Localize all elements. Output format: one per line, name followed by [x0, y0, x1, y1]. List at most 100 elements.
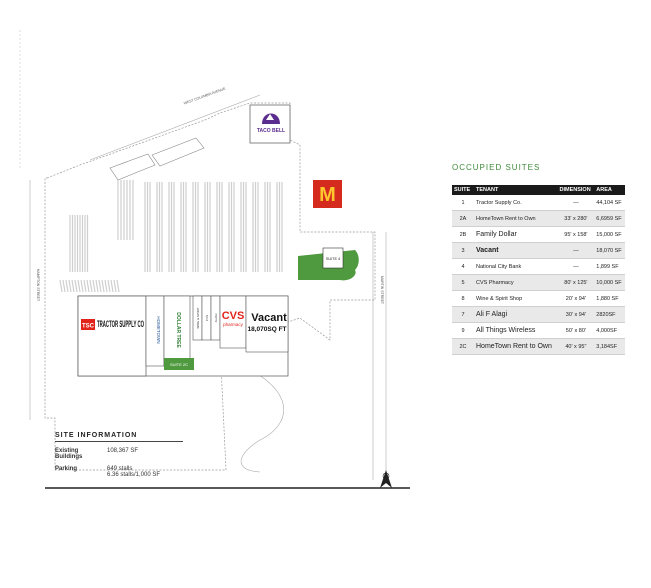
suite-cell: 1 [452, 195, 474, 211]
mcdonalds-logo [313, 180, 342, 208]
site-info-row: Parking 649 stalls 6.36 stalls/1,000 SF [55, 466, 183, 478]
mcdonalds-arches: M [319, 184, 336, 206]
parking-stall-front [83, 279, 87, 293]
parking-stall-front [113, 279, 117, 293]
parking-stall-front [68, 279, 72, 293]
dimension-cell: — [557, 258, 595, 275]
parking-stall-front [95, 279, 99, 293]
hampton-street-label: HAMPTON STREET [36, 269, 40, 302]
site-info-value: 108,367 SF [107, 448, 139, 454]
parking-stall-front [92, 279, 96, 293]
parking-stall-front [71, 279, 75, 293]
suite-cell: 7 [452, 306, 474, 323]
tenant-cell: HomeTown Rent to Own [474, 210, 558, 227]
suite-cell: 3 [452, 242, 474, 259]
site-info-row: Existing Buildings 108,367 SF [55, 448, 183, 460]
col-header-area: AREA [594, 185, 625, 195]
site-information-panel: SITE INFORMATION Existing Buildings 108,… [55, 432, 183, 484]
north-road-line [89, 94, 261, 161]
site-info-label: Parking [55, 466, 78, 472]
tenant-cell: Vacant [474, 242, 558, 259]
cvs-sub-label: pharmacy [223, 322, 244, 327]
tenant-cell: Family Dollar [474, 226, 558, 243]
shop-3-label: ALAGI [214, 313, 218, 322]
parking-stall-front [59, 279, 63, 293]
dimension-cell: 80' x 125' [557, 274, 595, 291]
parking-stall-front [62, 279, 66, 293]
tenant-cell: National City Bank [474, 258, 558, 275]
hometown-label: HOMETOWN [156, 316, 161, 343]
west-columbia-avenue-label: WEST COLUMBIA AVENUE [183, 86, 226, 105]
area-cell: 15,000 SF [594, 226, 625, 243]
dimension-cell: 20' x 94' [557, 290, 595, 307]
martin-street-label: MARTIN STREET [380, 276, 384, 305]
parking-stall-front [80, 279, 84, 293]
tenant-cell: Wine & Spirit Shop [474, 290, 558, 307]
vacant-space [245, 295, 289, 353]
vacant-label: Vacant [251, 312, 287, 324]
tsc-logo-text: TSC [82, 324, 95, 330]
area-cell: 1,899 SF [594, 258, 625, 275]
area-cell: 4,000SF [594, 322, 625, 339]
suite4-label: SUITE 4 [326, 257, 340, 261]
taco-bell-label: TACO BELL [257, 128, 285, 134]
cvs-space [219, 295, 247, 349]
suite-cell: 8 [452, 290, 474, 307]
suite-2c-pad [164, 358, 194, 370]
dimension-cell: 30' x 94' [557, 306, 595, 323]
dimension-cell: 50' x 80' [557, 322, 595, 339]
north-building-2 [109, 153, 156, 181]
occupied-suites-title: OCCUPIED SUITES [452, 163, 541, 172]
tractor-supply-space [77, 295, 147, 377]
parking-stall-front [86, 279, 90, 293]
area-cell: 1,880 SF [594, 290, 625, 307]
suite-cell: 4 [452, 258, 474, 275]
dollar-tree-label: DOLLAR TREE [175, 312, 181, 348]
col-header-dimension: DIMENSION [557, 185, 595, 195]
tenant-cell: HomeTown Rent to Own [474, 338, 558, 355]
area-cell: 2820SF [594, 306, 625, 323]
occupied-suites-panel: OCCUPIED SUITES SUITE TENANT DIMENSION A… [452, 163, 625, 355]
site-info-value-2: 6.36 stalls/1,000 SF [107, 472, 161, 478]
parking-stall-front [98, 279, 102, 293]
south-drive [224, 359, 284, 473]
site-info-value-group: 649 stalls 6.36 stalls/1,000 SF [107, 466, 183, 478]
col-header-tenant: TENANT [474, 185, 558, 195]
cvs-label: CVS [222, 310, 245, 322]
parking-stall-front [104, 279, 108, 293]
taco-bell-logo: TACO BELL [257, 113, 285, 134]
suite-cell: 2A [452, 210, 474, 227]
vacant-area-label: 18,070SQ FT [247, 326, 286, 333]
area-cell: 44,104 SF [594, 195, 625, 211]
parking-stall-front [74, 279, 78, 293]
parking-stall-front [107, 279, 111, 293]
suite-cell: 5 [452, 274, 474, 291]
dimension-cell: 95' x 158' [557, 226, 595, 243]
suite4-building [322, 247, 344, 269]
suite-2c-label: SUITE 2C [170, 362, 188, 367]
area-cell: 6,6959 SF [594, 210, 625, 227]
shop-2-label: CVS [205, 315, 209, 321]
suite-cell: 9 [452, 322, 474, 339]
area-cell: 3,184SF [594, 338, 625, 355]
dimension-cell: — [557, 195, 595, 211]
north-building [151, 137, 205, 167]
tractor-supply-label: TRACTOR SUPPLY CO [97, 319, 144, 329]
shop-wine-spirit-label: WINE & SPIRIT [196, 307, 200, 328]
parking-stall-front [101, 279, 105, 293]
tsc-logo-box [81, 319, 95, 330]
tenant-cell: All Things Wireless [474, 322, 558, 339]
parking-stall-front [65, 279, 69, 293]
parking-stall-front [77, 279, 81, 293]
site-info-value: 649 stalls [107, 466, 133, 472]
